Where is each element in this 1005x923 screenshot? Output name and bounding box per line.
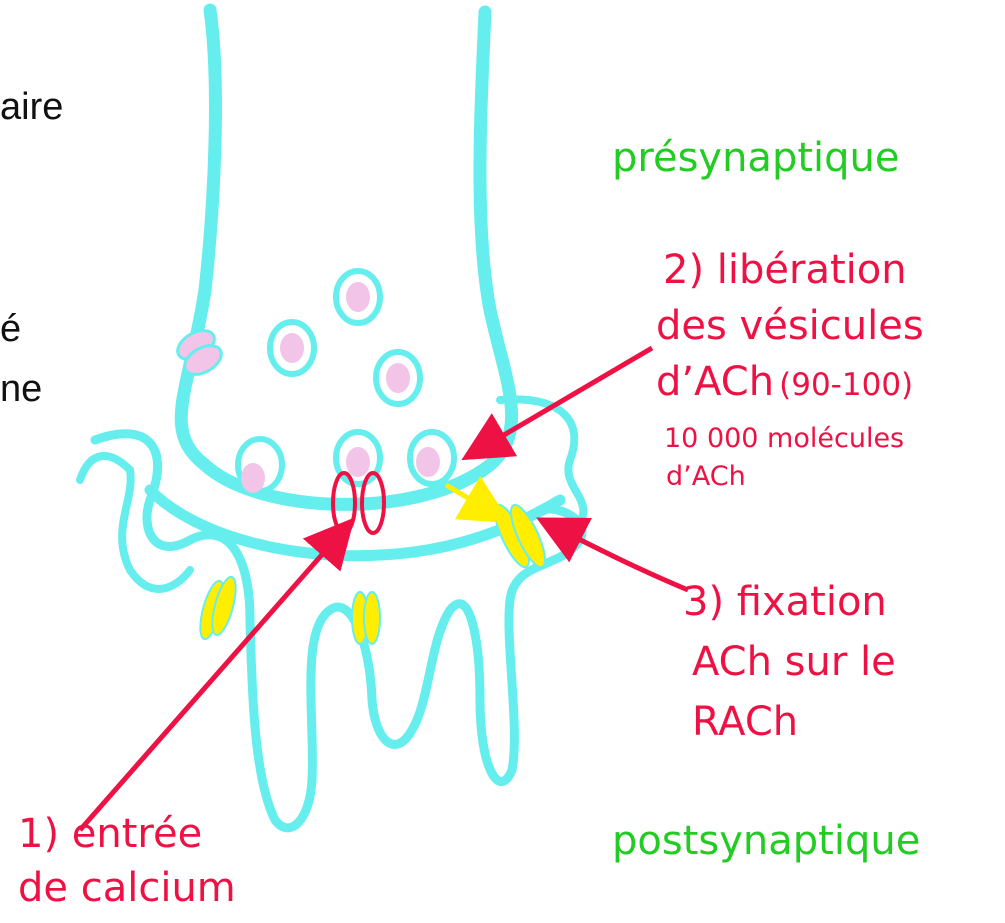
step2-label-line3: d’ACh (90-100) bbox=[656, 356, 913, 408]
step2-label-line5: d’ACh bbox=[666, 458, 746, 496]
presynaptic-membrane bbox=[181, 10, 511, 504]
step3-label-line1: 3) fixation bbox=[683, 576, 887, 628]
step2-label-line1: 2) libération bbox=[663, 244, 907, 296]
vesicle bbox=[410, 432, 454, 484]
presynaptic-label: présynaptique bbox=[612, 135, 899, 181]
postsynaptic-membrane-fold bbox=[95, 434, 582, 828]
arrow-vesicle-to-receptor bbox=[446, 485, 502, 518]
vesicles bbox=[238, 271, 454, 493]
step1-label-line2: de calcium bbox=[18, 862, 236, 914]
ach-receptor bbox=[352, 592, 380, 644]
step2-label-line2: des vésicules bbox=[656, 300, 924, 352]
left-text-fragment: ne bbox=[0, 368, 42, 411]
step1-label-line1: 1) entrée bbox=[18, 808, 202, 860]
vesicle bbox=[238, 439, 282, 493]
step2-count-text: (90-100) bbox=[779, 367, 913, 403]
left-text-fragment: é bbox=[0, 308, 21, 351]
membrane-protein-pink bbox=[173, 325, 227, 381]
postsynaptic-membrane-outer bbox=[80, 456, 190, 589]
vesicle bbox=[336, 432, 380, 484]
step2-ach-text: d’ACh bbox=[656, 359, 774, 405]
postsynaptic-label: postsynaptique bbox=[612, 818, 920, 864]
left-text-fragment: aire bbox=[0, 86, 63, 129]
step2-label-line4: 10 000 molécules bbox=[664, 420, 904, 458]
step3-label-line2: ACh sur le bbox=[692, 636, 896, 688]
ach-receptor bbox=[196, 575, 241, 642]
vesicle bbox=[376, 352, 420, 404]
step3-label-line3: RACh bbox=[692, 696, 798, 748]
vesicle bbox=[336, 271, 380, 323]
vesicle bbox=[270, 322, 314, 374]
